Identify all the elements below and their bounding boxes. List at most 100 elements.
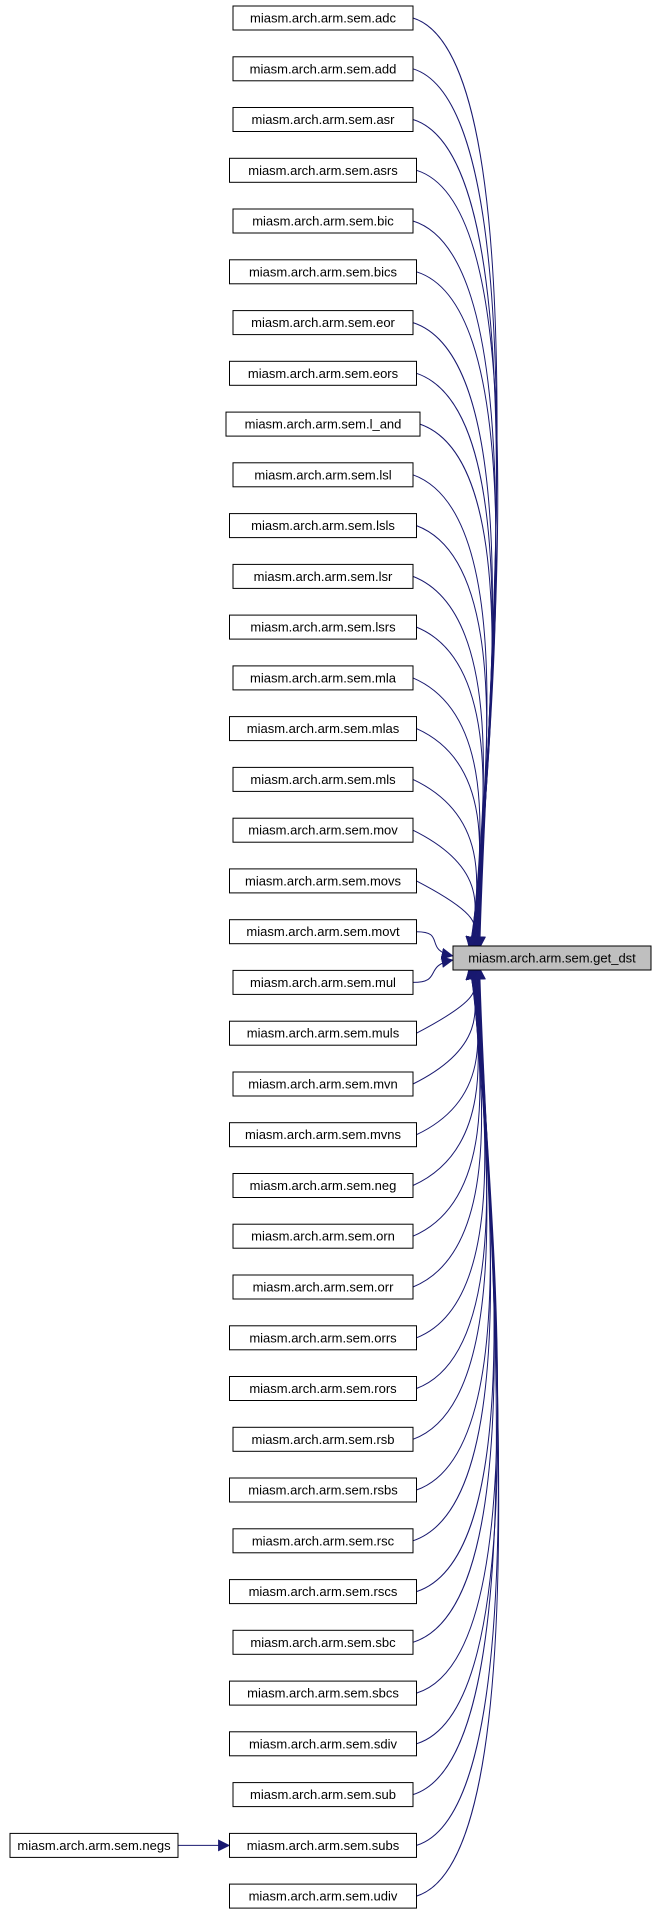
node-asr[interactable]: miasm.arch.arm.sem.asr [232, 107, 414, 132]
node-movs-label: miasm.arch.arm.sem.movs [245, 873, 402, 888]
edge-l_and-to-get-dst [419, 423, 493, 949]
node-get-dst-box [452, 945, 652, 971]
node-eor[interactable]: miasm.arch.arm.sem.eor [232, 310, 414, 336]
node-sdiv[interactable]: miasm.arch.arm.sem.sdiv [229, 1731, 417, 1757]
node-lsl-box [232, 462, 414, 488]
node-mls-label: miasm.arch.arm.sem.mls [250, 772, 396, 787]
node-movs[interactable]: miasm.arch.arm.sem.movs [229, 868, 417, 894]
node-mul-label: miasm.arch.arm.sem.mul [250, 975, 396, 990]
edge-bics-to-get-dst [416, 271, 497, 949]
node-rsc[interactable]: miasm.arch.arm.sem.rsc [232, 1528, 414, 1554]
edge-muls-to-get-dst [416, 967, 478, 1034]
node-subs[interactable]: miasm.arch.arm.sem.subs [229, 1832, 417, 1858]
node-sub-box [232, 1782, 414, 1808]
node-movs-box [229, 868, 417, 894]
node-mls[interactable]: miasm.arch.arm.sem.mls [232, 766, 414, 792]
node-bic[interactable]: miasm.arch.arm.sem.bic [232, 208, 414, 234]
node-rsb-box [232, 1426, 414, 1452]
node-mlas-label: miasm.arch.arm.sem.mlas [247, 721, 400, 736]
node-sbc-box [232, 1629, 414, 1655]
node-eor-box [232, 310, 414, 336]
node-subs-box [229, 1832, 417, 1858]
node-orn[interactable]: miasm.arch.arm.sem.orn [232, 1223, 414, 1249]
edge-subs-to-get-dst [416, 967, 499, 1846]
node-sdiv-label: miasm.arch.arm.sem.sdiv [249, 1736, 398, 1751]
node-mlas[interactable]: miasm.arch.arm.sem.mlas [229, 716, 417, 742]
node-movt[interactable]: miasm.arch.arm.sem.movt [229, 919, 417, 945]
edge-asrs-to-get-dst [416, 169, 499, 949]
edge-mla-to-get-dst [412, 677, 481, 949]
node-lsls[interactable]: miasm.arch.arm.sem.lsls [229, 513, 417, 539]
node-mul[interactable]: miasm.arch.arm.sem.mul [232, 969, 414, 995]
node-sbc[interactable]: miasm.arch.arm.sem.sbc [232, 1629, 414, 1655]
node-mls-box [232, 766, 414, 792]
node-sbcs-box [229, 1680, 417, 1706]
node-udiv[interactable]: miasm.arch.arm.sem.udiv [229, 1883, 417, 1909]
node-rsb-label: miasm.arch.arm.sem.rsb [251, 1432, 394, 1447]
node-rsbs-label: miasm.arch.arm.sem.rsbs [248, 1483, 398, 1498]
node-get-dst[interactable]: miasm.arch.arm.sem.get_dst [452, 945, 652, 971]
node-mvns-label: miasm.arch.arm.sem.mvns [245, 1127, 402, 1142]
node-mla[interactable]: miasm.arch.arm.sem.mla [232, 665, 414, 691]
node-rscs-box [229, 1579, 417, 1605]
node-mlas-box [229, 716, 417, 742]
node-rsbs[interactable]: miasm.arch.arm.sem.rsbs [229, 1477, 417, 1503]
node-subs-label: miasm.arch.arm.sem.subs [247, 1838, 400, 1853]
node-mvn-label: miasm.arch.arm.sem.mvn [248, 1076, 398, 1091]
node-lsl-label: miasm.arch.arm.sem.lsl [254, 467, 391, 482]
node-sub-label: miasm.arch.arm.sem.sub [250, 1787, 396, 1802]
node-l_and-box [225, 411, 421, 437]
node-add[interactable]: miasm.arch.arm.sem.add [232, 56, 414, 82]
node-lsrs[interactable]: miasm.arch.arm.sem.lsrs [229, 614, 417, 640]
node-adc-label: miasm.arch.arm.sem.adc [250, 11, 396, 26]
node-rsc-label: miasm.arch.arm.sem.rsc [252, 1533, 395, 1548]
node-rors-label: miasm.arch.arm.sem.rors [249, 1381, 397, 1396]
edge-mls-to-get-dst [412, 778, 478, 949]
node-rscs[interactable]: miasm.arch.arm.sem.rscs [229, 1579, 417, 1605]
node-orrs[interactable]: miasm.arch.arm.sem.orrs [229, 1325, 417, 1351]
node-muls-label: miasm.arch.arm.sem.muls [247, 1026, 400, 1041]
call-edges [178, 17, 500, 1897]
node-lsls-box [229, 513, 417, 539]
node-bics[interactable]: miasm.arch.arm.sem.bics [229, 259, 417, 285]
node-asrs-box [229, 157, 417, 183]
node-adc-box [232, 5, 414, 31]
node-bics-label: miasm.arch.arm.sem.bics [249, 264, 398, 279]
edge-mvns-to-get-dst [416, 967, 479, 1136]
node-negs[interactable]: miasm.arch.arm.sem.negs [9, 1832, 179, 1858]
edge-rsb-to-get-dst [412, 967, 488, 1440]
node-mvns[interactable]: miasm.arch.arm.sem.mvns [229, 1122, 417, 1148]
node-asr-box [232, 107, 414, 132]
node-sbc-label: miasm.arch.arm.sem.sbc [250, 1635, 396, 1650]
edge-lsr-to-get-dst [412, 575, 484, 949]
node-sbcs[interactable]: miasm.arch.arm.sem.sbcs [229, 1680, 417, 1706]
node-neg[interactable]: miasm.arch.arm.sem.neg [232, 1173, 414, 1198]
node-mvn[interactable]: miasm.arch.arm.sem.mvn [232, 1071, 414, 1097]
edge-mul-to-get-dst [412, 956, 454, 983]
node-asrs[interactable]: miasm.arch.arm.sem.asrs [229, 157, 417, 183]
node-rsb[interactable]: miasm.arch.arm.sem.rsb [232, 1426, 414, 1452]
node-adc[interactable]: miasm.arch.arm.sem.adc [232, 5, 414, 31]
node-l_and[interactable]: miasm.arch.arm.sem.l_and [225, 411, 421, 437]
node-mvn-box [232, 1071, 414, 1097]
node-sub[interactable]: miasm.arch.arm.sem.sub [232, 1782, 414, 1808]
node-mov[interactable]: miasm.arch.arm.sem.mov [232, 817, 414, 843]
node-mla-box [232, 665, 414, 691]
node-orr[interactable]: miasm.arch.arm.sem.orr [232, 1274, 414, 1300]
edge-sub-to-get-dst [412, 967, 497, 1796]
node-orn-label: miasm.arch.arm.sem.orn [251, 1229, 395, 1244]
node-sbcs-label: miasm.arch.arm.sem.sbcs [247, 1686, 399, 1701]
node-eors-label: miasm.arch.arm.sem.eors [248, 366, 399, 381]
node-lsr[interactable]: miasm.arch.arm.sem.lsr [232, 563, 414, 589]
node-negs-box [9, 1832, 179, 1858]
node-eors[interactable]: miasm.arch.arm.sem.eors [229, 360, 417, 386]
node-mla-label: miasm.arch.arm.sem.mla [250, 670, 397, 685]
edge-lsls-to-get-dst [416, 525, 488, 949]
node-muls[interactable]: miasm.arch.arm.sem.muls [229, 1020, 417, 1046]
node-udiv-label: miasm.arch.arm.sem.udiv [249, 1889, 398, 1904]
node-lsl[interactable]: miasm.arch.arm.sem.lsl [232, 462, 414, 488]
node-get-dst-label: miasm.arch.arm.sem.get_dst [468, 951, 636, 966]
node-lsrs-label: miasm.arch.arm.sem.lsrs [250, 620, 396, 635]
node-rors[interactable]: miasm.arch.arm.sem.rors [229, 1376, 417, 1401]
